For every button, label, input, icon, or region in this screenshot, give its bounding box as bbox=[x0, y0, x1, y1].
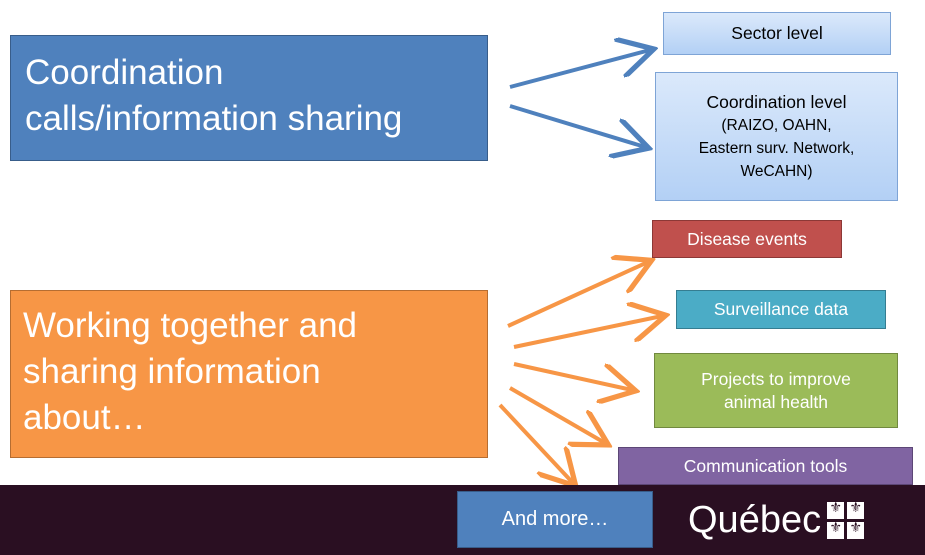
arrow-to-sector-level bbox=[509, 50, 650, 89]
arrow-to-disease-events bbox=[507, 262, 648, 328]
coordination-detail-line-1: (RAIZO, OAHN, bbox=[721, 116, 832, 134]
disease-events-label: Disease events bbox=[687, 228, 807, 249]
arrow-to-and-more bbox=[498, 403, 573, 483]
coordination-level-box: Coordination level (RAIZO, OAHN, Eastern… bbox=[655, 72, 898, 201]
arrow-to-coordination-level bbox=[509, 104, 645, 147]
projects-line-1: Projects to improve bbox=[701, 368, 851, 389]
coordination-line-1: Coordination bbox=[25, 53, 224, 92]
working-line-2: sharing information bbox=[23, 352, 321, 391]
sector-level-label: Sector level bbox=[731, 23, 823, 43]
disease-events-box: Disease events bbox=[652, 220, 842, 258]
arrow-to-communication-tools bbox=[508, 386, 605, 443]
working-together-box: Working together and sharing information… bbox=[10, 290, 488, 458]
fleur-de-lis-flag-icon bbox=[827, 500, 865, 539]
coordination-line-2: calls/information sharing bbox=[25, 99, 403, 138]
arrow-to-projects bbox=[513, 362, 632, 390]
surveillance-data-label: Surveillance data bbox=[713, 299, 849, 319]
coordination-calls-box: Coordination calls/information sharing bbox=[10, 35, 488, 161]
quebec-logo-text: Québec bbox=[688, 498, 822, 541]
and-more-box: And more… bbox=[457, 491, 653, 548]
projects-box: Projects to improve animal health bbox=[654, 353, 898, 428]
communication-tools-label: Communication tools bbox=[683, 455, 848, 476]
working-line-1: Working together and bbox=[23, 306, 358, 345]
and-more-label: And more… bbox=[501, 508, 609, 530]
working-line-3: about… bbox=[23, 398, 146, 437]
arrow-to-surveillance-data bbox=[513, 316, 662, 349]
quebec-logo: Québec bbox=[688, 495, 865, 545]
coordination-level-title: Coordination level bbox=[706, 91, 847, 112]
surveillance-data-box: Surveillance data bbox=[676, 290, 886, 329]
coordination-detail-line-3: WeCAHN) bbox=[740, 162, 813, 180]
projects-line-2: animal health bbox=[723, 391, 829, 412]
communication-tools-box: Communication tools bbox=[618, 447, 913, 485]
sector-level-box: Sector level bbox=[663, 12, 891, 55]
coordination-detail-line-2: Eastern surv. Network, bbox=[698, 139, 855, 157]
